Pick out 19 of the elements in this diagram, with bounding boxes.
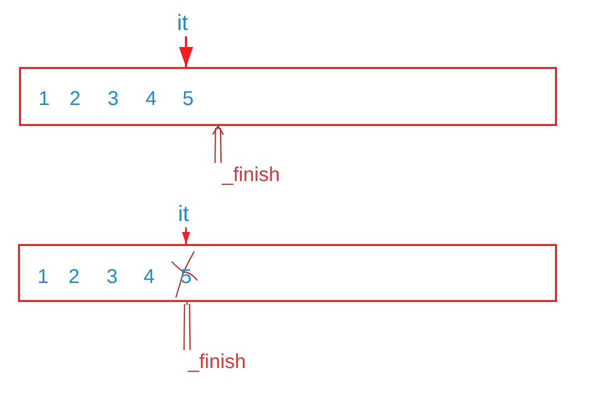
pointer-label: _finish [222, 164, 280, 187]
element-value: 1 [38, 88, 50, 110]
element-value: 3 [107, 88, 119, 110]
element-value: 1 [37, 266, 49, 288]
pointer-arrow [212, 125, 224, 164]
element-value: 2 [69, 88, 81, 110]
element-value: 4 [145, 88, 157, 110]
pointer-arrow [183, 301, 191, 351]
pointer-label: _finish [188, 351, 246, 374]
pointer-label: it [177, 10, 188, 36]
element-value: 5 [182, 88, 194, 110]
array-box [19, 67, 557, 126]
array-box [18, 244, 557, 302]
element-value: 2 [68, 266, 80, 288]
pointer-arrow [179, 36, 193, 67]
pointer-label: it [178, 201, 189, 226]
element-value: 3 [106, 266, 118, 288]
element-value: 4 [143, 266, 155, 288]
pointer-arrow [182, 227, 190, 244]
